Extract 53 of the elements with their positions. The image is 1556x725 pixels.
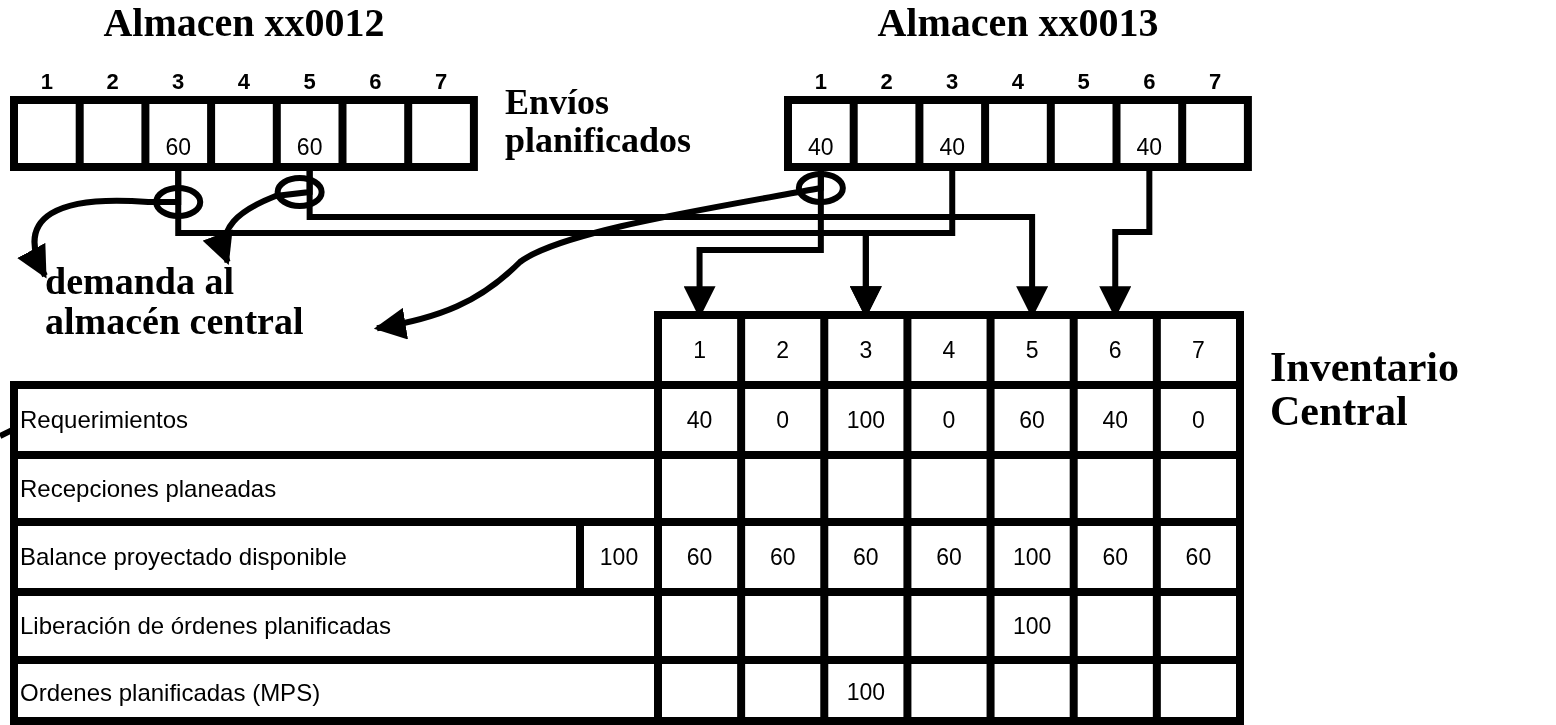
row-label: Recepciones planeadas	[19, 473, 278, 504]
warehouse-title: Almacen xx0013	[876, 2, 1160, 47]
quantity: 60	[685, 542, 714, 572]
warehouse-title: Almacen xx0012	[102, 2, 386, 47]
quantity: 60	[768, 542, 797, 572]
quantity: 0	[941, 405, 957, 435]
quantity: 100	[845, 405, 886, 435]
period-number: 6	[1142, 68, 1157, 96]
table-title: Inventario Central	[1270, 345, 1460, 437]
row-label: Balance proyectado disponible	[19, 542, 348, 572]
period-number: 2	[105, 68, 120, 96]
quantity: 40	[685, 405, 714, 435]
row-label: Requerimientos	[14, 385, 658, 455]
quantity: 0	[1191, 405, 1206, 435]
quantity: 60	[1101, 542, 1130, 572]
row-label: Ordenes planificadas (MPS)	[19, 677, 322, 708]
period-number: 1	[813, 68, 828, 96]
period-number: 2	[775, 335, 791, 365]
annotation-text: Envíos planificados	[505, 84, 693, 162]
quantity: 60	[1018, 405, 1046, 435]
quantity: 60	[145, 100, 212, 167]
period-number: 3	[171, 68, 186, 96]
period-number: 1	[658, 315, 742, 385]
period-number: 7	[1191, 335, 1206, 365]
period-number: 1	[39, 68, 54, 96]
quantity: 100	[845, 678, 886, 707]
quantity: 60	[852, 542, 880, 572]
quantity: 60	[276, 100, 343, 167]
period-number: 5	[302, 68, 317, 96]
quantity: 40	[788, 100, 854, 167]
note-text: demanda al almacén central	[45, 262, 377, 354]
period-number: 2	[879, 68, 894, 96]
quantity: 0	[775, 405, 791, 435]
period-number: 6	[1073, 315, 1157, 385]
period-number: 5	[990, 315, 1074, 385]
quantity: 40	[1101, 405, 1130, 435]
period-number: 7	[1207, 68, 1223, 96]
quantity: 40	[1116, 100, 1183, 167]
quantity: 100	[598, 542, 640, 572]
quantity: 100	[1011, 542, 1053, 572]
row-label: Liberación de órdenes planificadas	[19, 611, 392, 641]
period-number: 4	[1010, 68, 1026, 96]
period-number: 3	[824, 315, 908, 385]
quantity: 40	[919, 100, 986, 167]
period-number: 6	[368, 68, 383, 96]
quantity: 60	[935, 542, 963, 572]
period-number: 7	[433, 68, 449, 96]
period-number: 4	[236, 68, 252, 96]
quantity: 60	[1184, 542, 1213, 572]
period-number: 5	[1076, 68, 1091, 96]
period-number: 4	[941, 335, 957, 365]
quantity: 100	[1011, 611, 1053, 641]
period-number: 3	[945, 68, 960, 96]
